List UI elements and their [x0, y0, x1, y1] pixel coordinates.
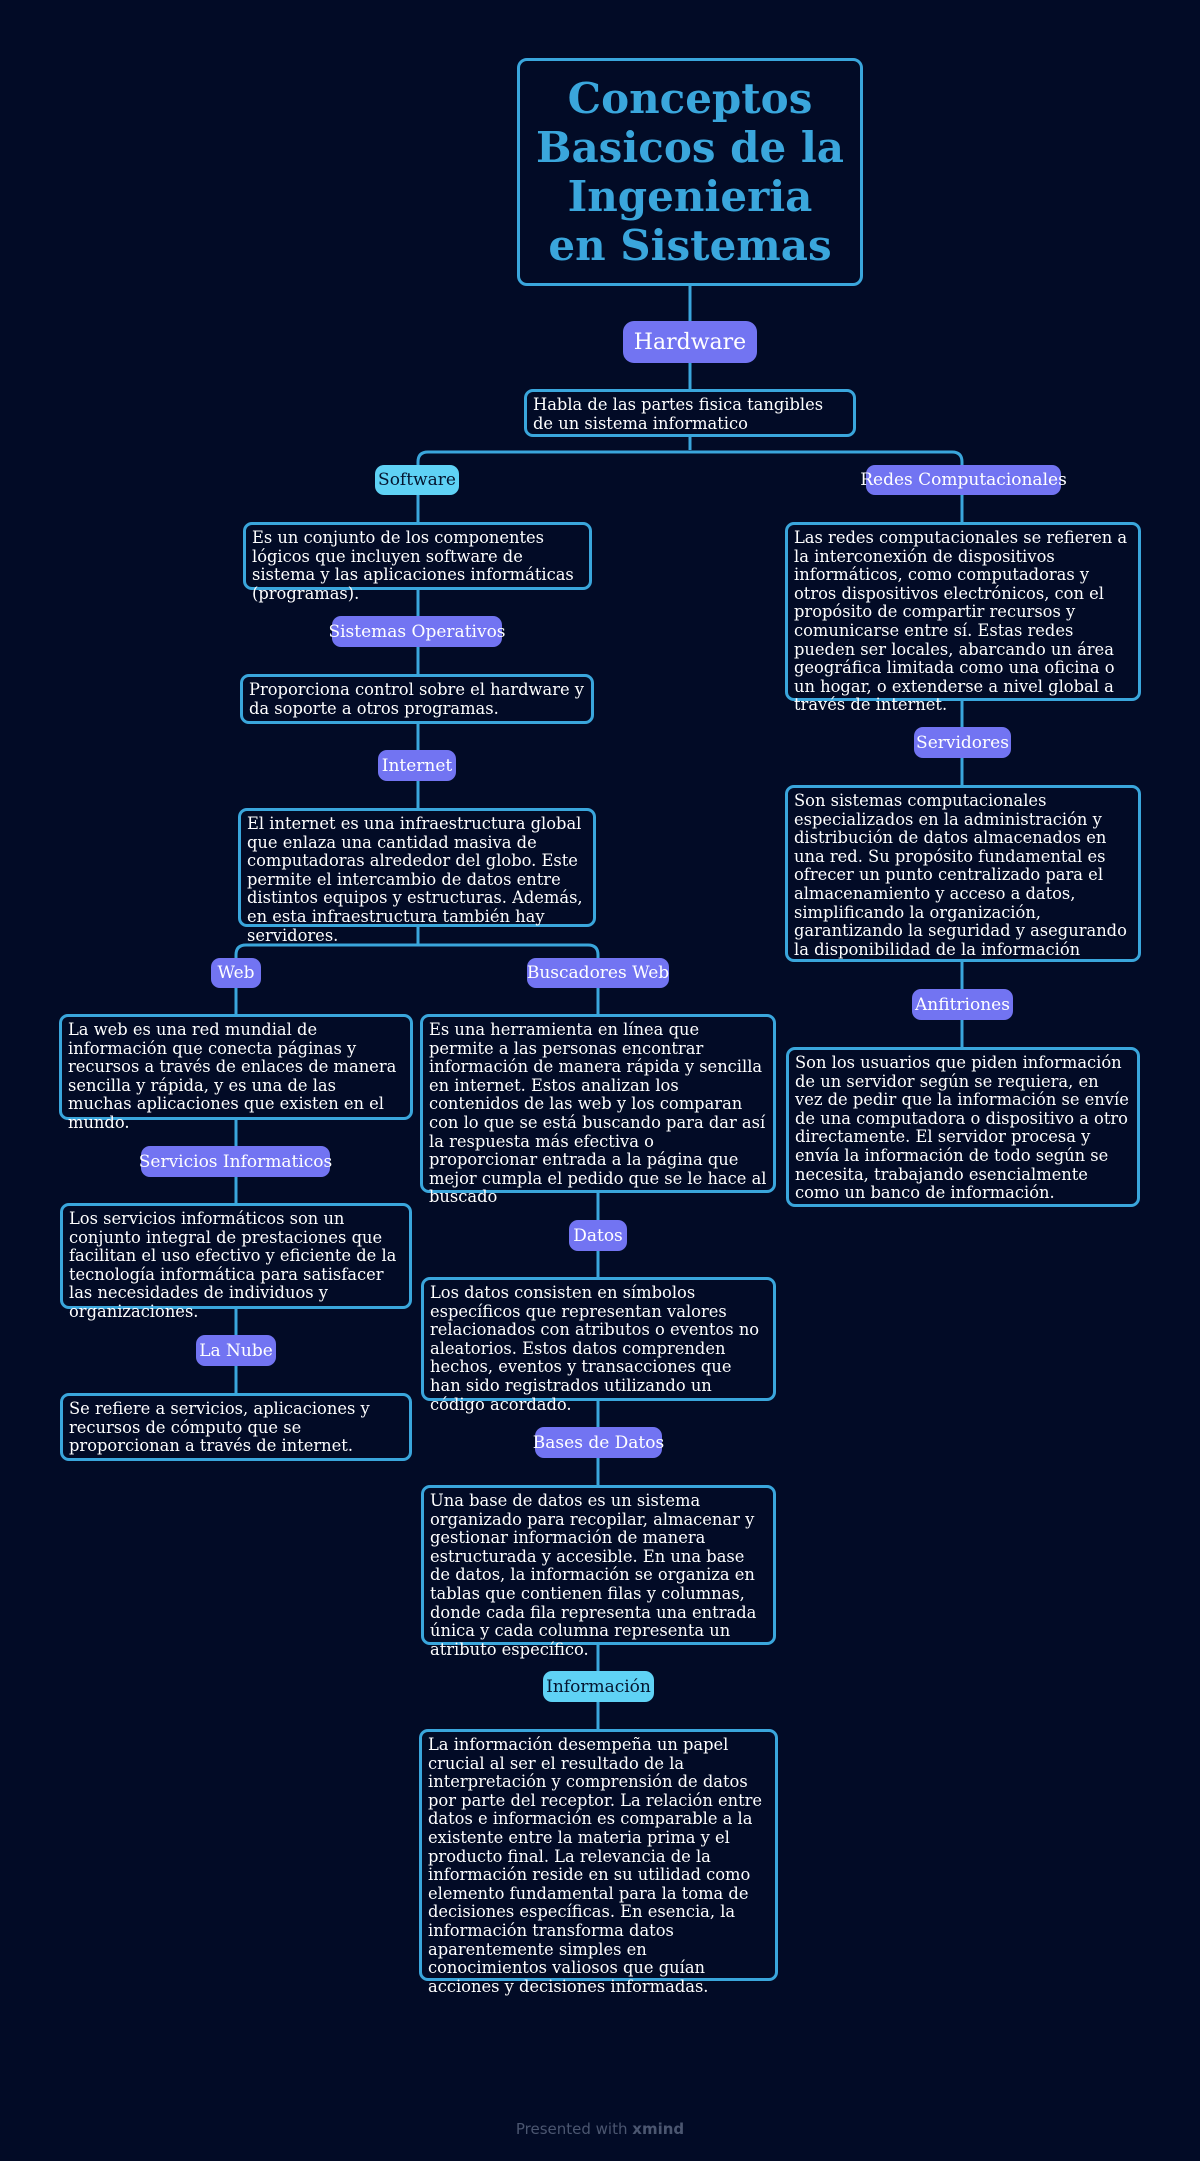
link-hardware-branches — [416, 437, 964, 465]
topic-anfitriones[interactable]: Anfitriones — [912, 989, 1013, 1020]
topic-hardware[interactable]: Hardware — [623, 321, 757, 363]
topic-software[interactable]: Software — [375, 465, 459, 495]
topic-datos[interactable]: Datos — [569, 1220, 627, 1251]
topic-redes-computacionales[interactable]: Redes Computacionales — [860, 465, 1067, 495]
topic-web[interactable]: Web — [211, 958, 261, 988]
description-anfitriones[interactable]: Son los usuarios que piden información d… — [786, 1047, 1140, 1207]
footer-prefix: Presented with — [515, 2120, 628, 2138]
description-buscadores-web[interactable]: Es una herramienta en línea que permite … — [420, 1014, 776, 1206]
description-redes-computacionales[interactable]: Las redes computacionales se refieren a … — [785, 522, 1141, 714]
topic-la-nube[interactable]: La Nube — [196, 1335, 276, 1366]
link-internet-branches — [234, 927, 600, 958]
topic-servidores[interactable]: Servidores — [914, 727, 1011, 758]
description-software[interactable]: Es un conjunto de los componentes lógico… — [243, 522, 592, 603]
description-hardware[interactable]: Habla de las partes fisica tangibles de … — [524, 389, 856, 437]
xmind-logo: xmind — [632, 2120, 685, 2138]
footer-credit: Presented with xmind — [0, 2120, 1200, 2138]
description-sistemas-operativos[interactable]: Proporciona control sobre el hardware y … — [240, 674, 594, 724]
topic-bases-de-datos[interactable]: Bases de Datos — [533, 1427, 664, 1458]
description-bases-de-datos[interactable]: Una base de datos es un sistema organiza… — [421, 1485, 776, 1659]
description-servidores[interactable]: Son sistemas computacionales especializa… — [785, 785, 1141, 962]
description-servicios-informaticos[interactable]: Los servicios informáticos son un conjun… — [60, 1203, 412, 1321]
topic-informacion[interactable]: Información — [543, 1671, 654, 1702]
topic-buscadores-web[interactable]: Buscadores Web — [527, 958, 669, 988]
central-topic-title[interactable]: Conceptos Basicos de la Ingenieria en Si… — [517, 58, 863, 286]
description-datos[interactable]: Los datos consisten en símbolos específi… — [421, 1277, 776, 1413]
description-la-nube[interactable]: Se refiere a servicios, aplicaciones y r… — [60, 1393, 412, 1461]
description-internet[interactable]: El internet es una infraestructura globa… — [238, 808, 596, 944]
topic-internet[interactable]: Internet — [378, 750, 456, 781]
description-web[interactable]: La web es una red mundial de información… — [59, 1014, 413, 1132]
topic-sistemas-operativos[interactable]: Sistemas Operativos — [328, 616, 506, 647]
topic-servicios-informaticos[interactable]: Servicios Informaticos — [139, 1146, 332, 1177]
description-informacion[interactable]: La información desempeña un papel crucia… — [419, 1729, 778, 1996]
